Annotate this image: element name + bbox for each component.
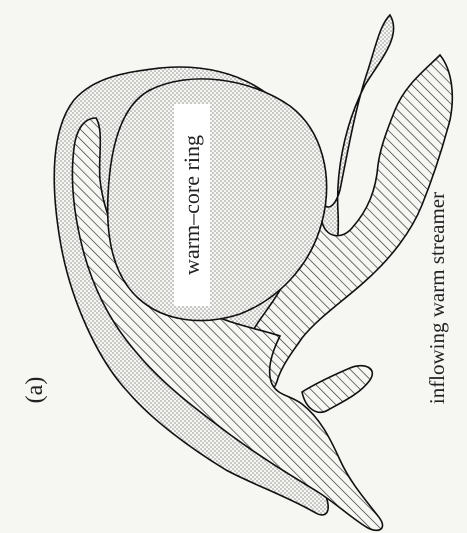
panel-label: (a) [22, 377, 48, 404]
streamer-label: inflowing warm streamer [425, 192, 449, 404]
ring-label: warm–core ring [179, 135, 204, 275]
